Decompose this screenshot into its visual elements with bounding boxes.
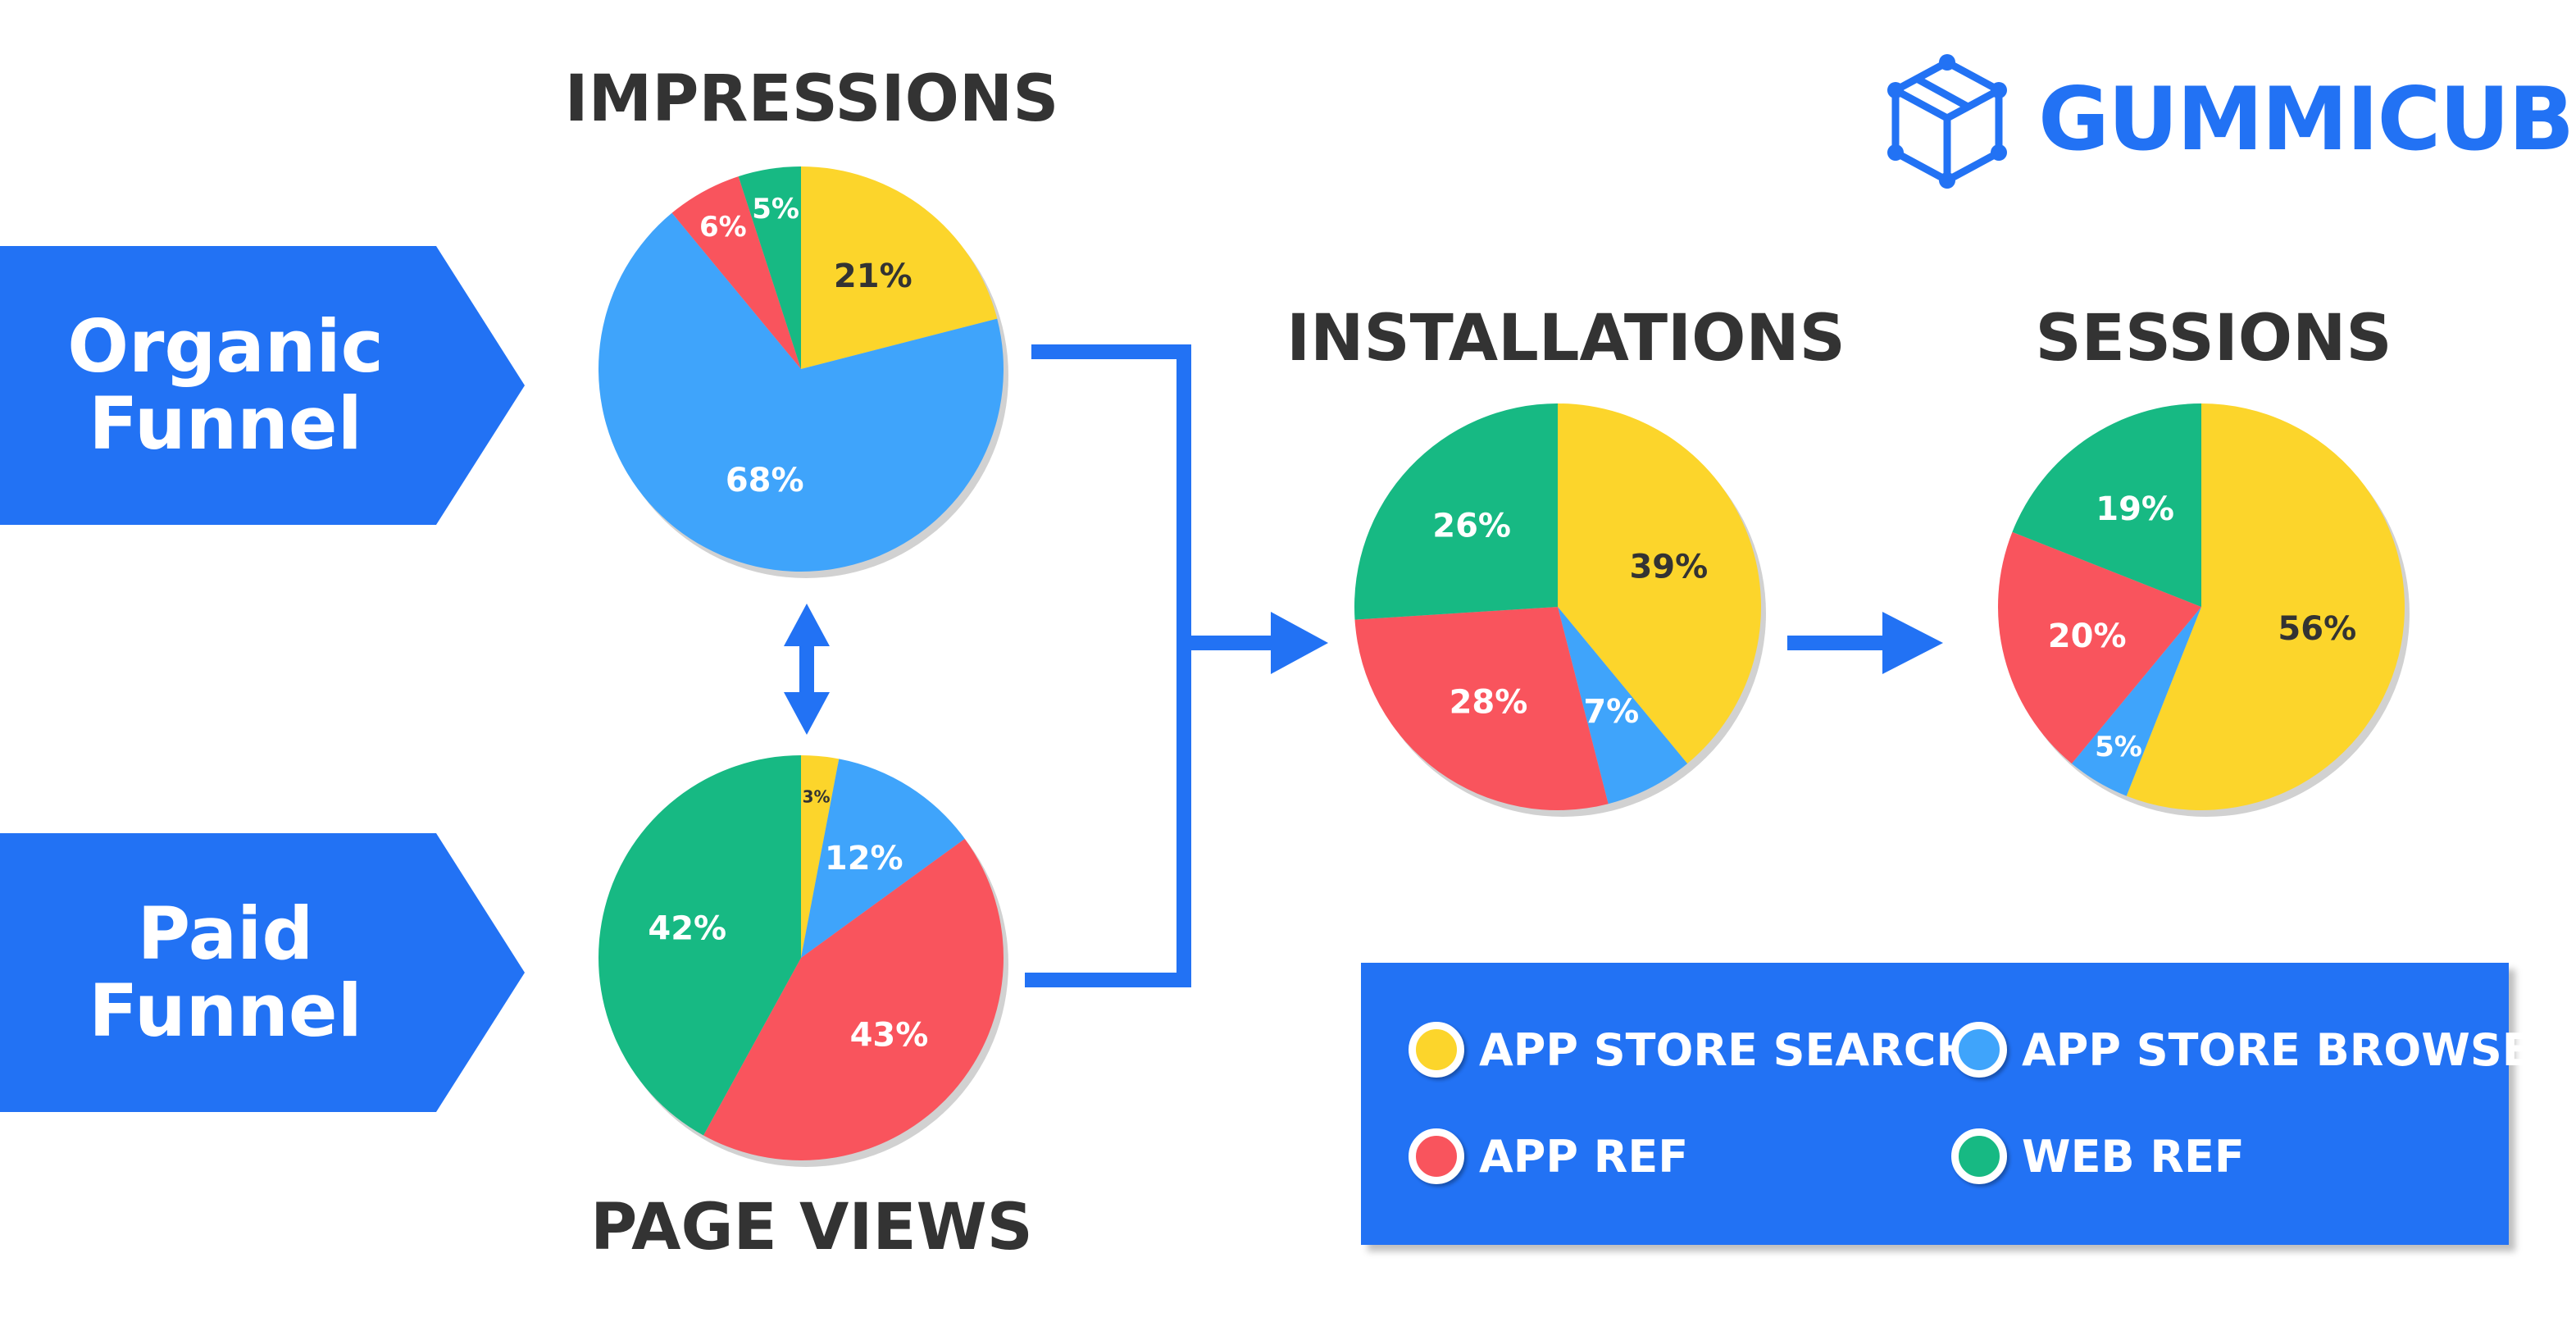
sessions-slice-app-store-search [2126, 403, 2405, 810]
installations-label-app-store-search: 39% [1629, 548, 1708, 586]
page-views-label-app-ref: 43% [850, 1017, 929, 1055]
sessions-slice-app-store-browse [2071, 607, 2201, 796]
impressions-slice-web-ref [738, 166, 801, 369]
legend-item-app-store-browse: APP STORE BROWSE [1951, 1022, 2533, 1078]
installations-slice-app-ref [1354, 607, 1609, 810]
paid-funnel-label-line: Funnel [89, 969, 362, 1053]
sessions-slice-web-ref [2012, 403, 2201, 607]
installations-label-app-store-browse: 7% [1583, 693, 1639, 731]
legend-swatch-app-store-browse [1951, 1022, 2007, 1078]
impressions-pie: 21% 68% 6%5% [598, 166, 1008, 578]
double-arrow-head-up [784, 604, 830, 646]
merge-connector-line [1025, 344, 1191, 987]
page-views-pie: 3% 12% 43% 42% [598, 755, 1008, 1167]
installations-slice-web-ref [1354, 403, 1558, 620]
page-views-label-app-store-search: 3% [803, 786, 831, 806]
page-views-title: PAGE VIEWS [590, 1191, 1033, 1265]
legend-label-web-ref: WEB REF [2022, 1130, 2245, 1183]
legend-item-web-ref: WEB REF [1951, 1128, 2245, 1184]
paid-funnel-label: Paid Funnel [16, 833, 435, 1112]
merge-arrow-head [1271, 612, 1328, 674]
impressions-title: IMPRESSIONS [564, 62, 1059, 136]
double-arrow-head-down [784, 692, 830, 735]
sessions-pie: 56% 5% 20% 19% [1998, 403, 2410, 817]
page-views-slice-app-ref [703, 838, 1004, 1161]
impressions-label-app-ref: 6% [699, 211, 747, 244]
organic-funnel-label: Organic Funnel [16, 246, 435, 525]
impressions-label-app-store-search: 21% [834, 258, 913, 295]
sessions-arrow-head [1882, 612, 1943, 674]
sessions-label-app-store-search: 56% [2278, 610, 2356, 648]
installations-label-web-ref: 26% [1432, 508, 1511, 545]
page-views-label-web-ref: 42% [648, 909, 726, 947]
page-views-slice-web-ref [598, 755, 801, 1136]
legend-label-app-ref: APP REF [1479, 1130, 1689, 1183]
organic-funnel-banner: Organic Funnel [0, 246, 525, 525]
organic-funnel-label-line: Funnel [89, 381, 362, 466]
sessions-label-app-ref: 20% [2048, 618, 2127, 655]
page-views-slice-app-store-browse [801, 759, 965, 958]
sessions-label-web-ref: 19% [2096, 490, 2174, 528]
page-views-label-app-store-browse: 12% [825, 840, 903, 877]
installations-title: INSTALLATIONS [1286, 302, 1846, 376]
page-views-slice-app-store-search [801, 755, 840, 958]
flow-connectors [784, 344, 1943, 987]
brand-name: GUMMICUBE [2038, 68, 2576, 170]
impressions-slice-app-ref [671, 176, 801, 369]
impressions-slice-app-store-browse [598, 212, 1004, 572]
installations-slice-app-store-search [1558, 403, 1761, 764]
legend-item-app-ref: APP REF [1409, 1128, 1688, 1184]
sessions-slice-app-ref [1998, 531, 2201, 764]
installations-slice-app-store-browse [1558, 607, 1688, 804]
sessions-label-app-store-browse: 5% [2095, 731, 2142, 763]
installations-pie: 39% 7% 28% 26% [1354, 403, 1766, 817]
sessions-title: SESSIONS [2035, 302, 2392, 376]
impressions-slice-app-store-search [801, 166, 998, 369]
gummicube-logo: GUMMICUBE [1877, 49, 2576, 189]
legend-swatch-web-ref [1951, 1128, 2007, 1184]
legend-label-app-store-browse: APP STORE BROWSE [2022, 1023, 2533, 1076]
impressions-label-app-store-browse: 68% [726, 462, 804, 499]
legend-swatch-app-ref [1409, 1128, 1464, 1184]
legend-panel: APP STORE SEARCH APP STORE BROWSE APP RE… [1361, 963, 2533, 1245]
impressions-label-web-ref: 5% [752, 193, 799, 226]
paid-funnel-label-line: Paid [137, 891, 314, 976]
legend-item-app-store-search: APP STORE SEARCH [1409, 1022, 1973, 1078]
legend-label-app-store-search: APP STORE SEARCH [1479, 1023, 1973, 1076]
organic-funnel-label-line: Organic [67, 304, 384, 389]
installations-label-app-ref: 28% [1450, 683, 1528, 721]
legend-swatch-app-store-search [1409, 1022, 1464, 1078]
paid-funnel-banner: Paid Funnel [0, 833, 525, 1112]
cube-icon [1887, 54, 2007, 189]
